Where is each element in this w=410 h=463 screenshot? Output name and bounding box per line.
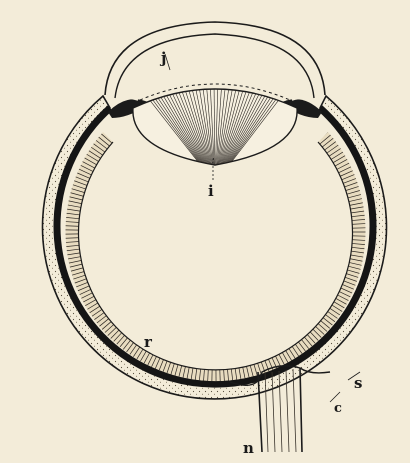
label-lens: i [208,182,214,200]
label-optic-nerve: n [243,439,254,457]
label-retina: r [144,333,153,351]
label-cornea: j [159,49,166,67]
label-sclera: s [354,374,362,392]
label-choroid: c [334,401,342,416]
